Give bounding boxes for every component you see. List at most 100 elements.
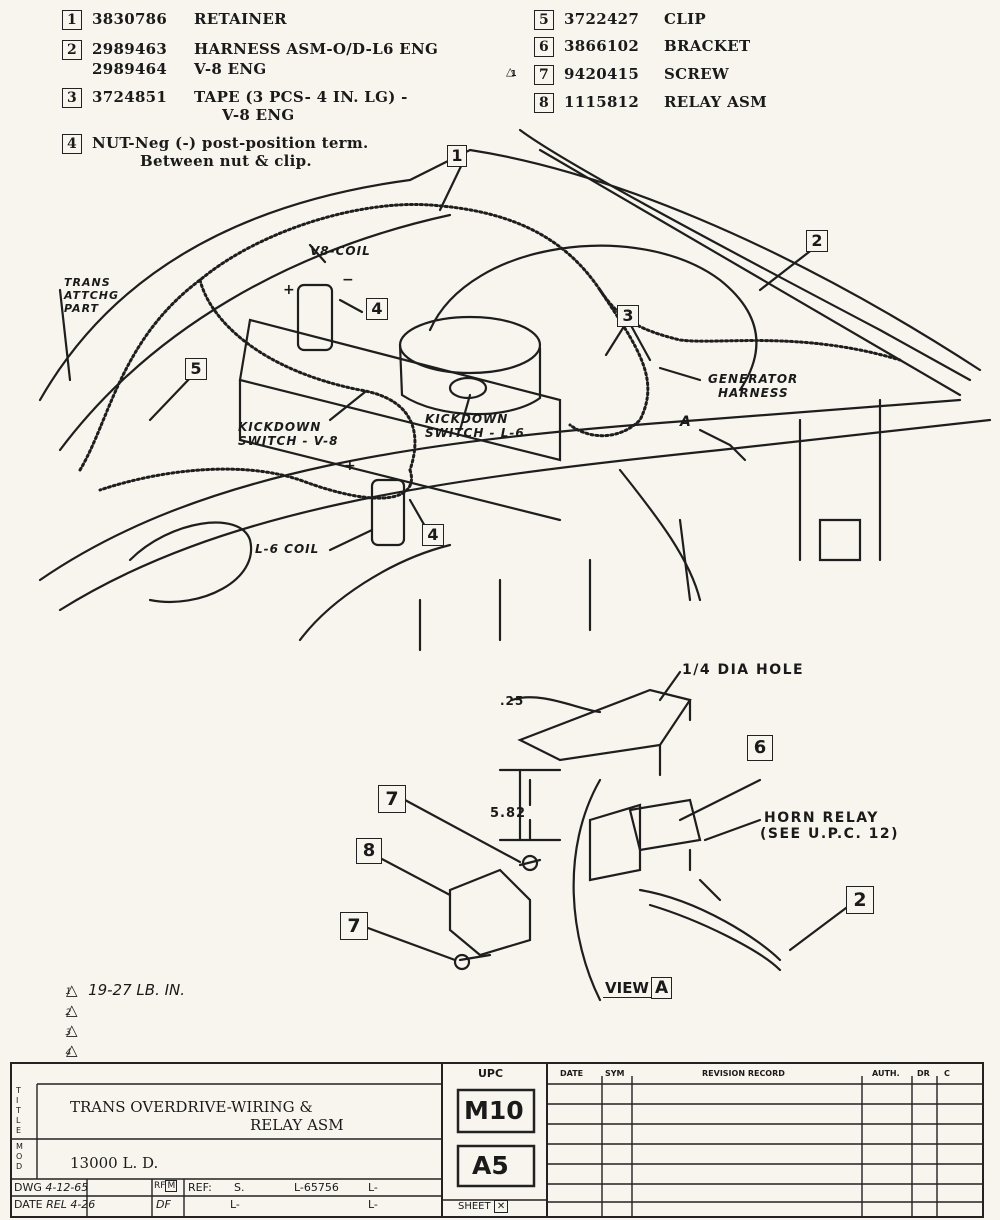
part-row-8: 8 1115812 RELAY ASM bbox=[534, 93, 767, 113]
label-l6-coil: L-6 COIL bbox=[255, 542, 320, 556]
df-cell: DF bbox=[156, 1198, 171, 1211]
callout-1: 1 bbox=[447, 145, 467, 167]
note-flag-icon: △ bbox=[66, 1001, 78, 1019]
ref-l4: L- bbox=[368, 1198, 378, 1211]
label-dia-hole: 1/4 DIA HOLE bbox=[682, 662, 805, 678]
rev-header-sym: SYM bbox=[605, 1069, 625, 1078]
part-number: 1115812 bbox=[564, 93, 640, 111]
sheet-label: SHEET ✕ bbox=[458, 1200, 509, 1213]
label-trans-attchg: TRANS ATTCHG PART bbox=[64, 276, 120, 315]
note-flag-icon: △ bbox=[66, 981, 78, 999]
callout-5: 5 bbox=[185, 358, 207, 380]
v8-coil-shape bbox=[296, 283, 334, 352]
item-number: 3 bbox=[62, 88, 82, 108]
label-dim-25: .25 bbox=[500, 694, 525, 708]
part-number: 3722427 bbox=[564, 10, 640, 28]
ref-s: S. bbox=[234, 1181, 245, 1194]
part-note: NUT-Neg (-) post-position term. bbox=[92, 134, 369, 152]
callout-2: 2 bbox=[806, 230, 828, 252]
torque-note: 19-27 LB. IN. bbox=[88, 981, 186, 999]
part-number: 9420415 bbox=[564, 65, 640, 83]
label-kickdown-l6: KICKDOWN SWITCH - L-6 bbox=[425, 412, 525, 440]
note-flag-icon: △ bbox=[66, 1041, 78, 1059]
item-number: 5 bbox=[534, 10, 554, 30]
model-designation: 13000 L. D. bbox=[70, 1154, 159, 1172]
notes-block: △1 19-27 LB. IN. △2 △3 △4 bbox=[65, 981, 186, 1059]
part-row-3: 3 3724851 TAPE (3 PCS- 4 IN. LG) - V-8 E… bbox=[62, 88, 407, 124]
label-v8-coil: V8-COIL bbox=[310, 244, 371, 258]
rev-header-date: DATE bbox=[560, 1069, 584, 1078]
item-number: 6 bbox=[534, 37, 554, 57]
part-note-2: Between nut & clip. bbox=[140, 152, 312, 170]
part-row-2: 2 2989463 HARNESS ASM-O/D-L6 ENG 2989464… bbox=[62, 40, 438, 78]
relay-asm-shape bbox=[448, 868, 532, 957]
part-name-alt: V-8 ENG bbox=[194, 60, 267, 78]
callout-3: 3 bbox=[617, 305, 639, 327]
part-name: HARNESS ASM-O/D-L6 ENG bbox=[194, 40, 439, 58]
part-name: BRACKET bbox=[664, 37, 751, 55]
part-number-alt: 2989464 bbox=[92, 60, 168, 78]
callout-4-bottom: 4 bbox=[422, 524, 444, 546]
item-number: 1 bbox=[62, 10, 82, 30]
rev-header-auth: AUTH. bbox=[872, 1069, 900, 1078]
item-number: 7 bbox=[534, 65, 554, 85]
callout-2-view: 2 bbox=[846, 886, 874, 914]
drawing-title-line2: RELAY ASM bbox=[250, 1116, 344, 1134]
upc-header: UPC bbox=[478, 1067, 504, 1080]
ref-l1: L-65756 bbox=[294, 1181, 339, 1194]
part-name: CLIP bbox=[664, 10, 706, 28]
callout-8: 8 bbox=[356, 838, 382, 864]
date-row: DATE REL 4-26 bbox=[14, 1198, 96, 1211]
callout-7-top: 7 bbox=[378, 785, 406, 813]
rev-header-record: REVISION RECORD bbox=[702, 1069, 785, 1078]
label-dim-582: 5.82 bbox=[490, 806, 527, 821]
part-number: 3866102 bbox=[564, 37, 640, 55]
note-flag-icon: △ bbox=[66, 1021, 78, 1039]
l6-coil-shape bbox=[370, 478, 406, 547]
label-view-letter: A bbox=[680, 414, 692, 430]
rev-header-c: C bbox=[944, 1069, 950, 1078]
bracket-plate bbox=[517, 688, 692, 762]
part-number: 2989463 bbox=[92, 40, 168, 58]
plus-sign-l6: + bbox=[344, 458, 357, 474]
ref-l2: L- bbox=[368, 1181, 378, 1194]
flag-triangle-icon: △1 bbox=[506, 65, 517, 78]
fender-outline bbox=[38, 148, 982, 402]
part-row-1: 1 3830786 RETAINER bbox=[62, 10, 287, 30]
label-generator-harness: GENERATOR HARNESS bbox=[708, 372, 799, 400]
upc-sub-code: A5 bbox=[472, 1151, 509, 1180]
part-name: RELAY ASM bbox=[664, 93, 768, 111]
callout-7-bottom: 7 bbox=[340, 912, 368, 940]
part-name: TAPE (3 PCS- 4 IN. LG) - bbox=[194, 88, 408, 106]
rev-header-dr: DR bbox=[917, 1069, 930, 1078]
ref-label: REF: bbox=[188, 1181, 212, 1194]
label-horn-relay: HORN RELAY (SEE U.P.C. 12) bbox=[760, 810, 900, 842]
upc-code: M10 bbox=[464, 1096, 524, 1125]
label-kickdown-v8: KICKDOWN SWITCH - V-8 bbox=[238, 420, 339, 448]
minus-sign: − bbox=[342, 272, 355, 288]
part-row-5: 5 3722427 CLIP bbox=[534, 10, 706, 30]
part-row-7: △1 7 9420415 SCREW bbox=[506, 65, 729, 85]
part-number: 3830786 bbox=[92, 10, 168, 28]
part-row-6: 6 3866102 BRACKET bbox=[534, 37, 750, 57]
horn-relay-shape bbox=[628, 798, 702, 852]
part-row-4: 4 NUT-Neg (-) post-position term. Betwee… bbox=[62, 134, 368, 170]
part-name: RETAINER bbox=[194, 10, 287, 28]
callout-6: 6 bbox=[747, 735, 773, 761]
callout-4-top: 4 bbox=[366, 298, 388, 320]
item-number: 2 bbox=[62, 40, 82, 60]
item-number: 8 bbox=[534, 93, 554, 113]
drawing-title-line1: TRANS OVERDRIVE-WIRING & bbox=[70, 1098, 313, 1116]
dwg-row: DWG 4-12-65 bbox=[14, 1181, 89, 1194]
part-number: 3724851 bbox=[92, 88, 168, 106]
engine-compartment-drawing bbox=[38, 128, 992, 1002]
plus-sign: + bbox=[283, 282, 296, 298]
part-name-alt: V-8 ENG bbox=[222, 106, 295, 124]
ref-l3: L- bbox=[230, 1198, 240, 1211]
item-number: 4 bbox=[62, 134, 82, 154]
